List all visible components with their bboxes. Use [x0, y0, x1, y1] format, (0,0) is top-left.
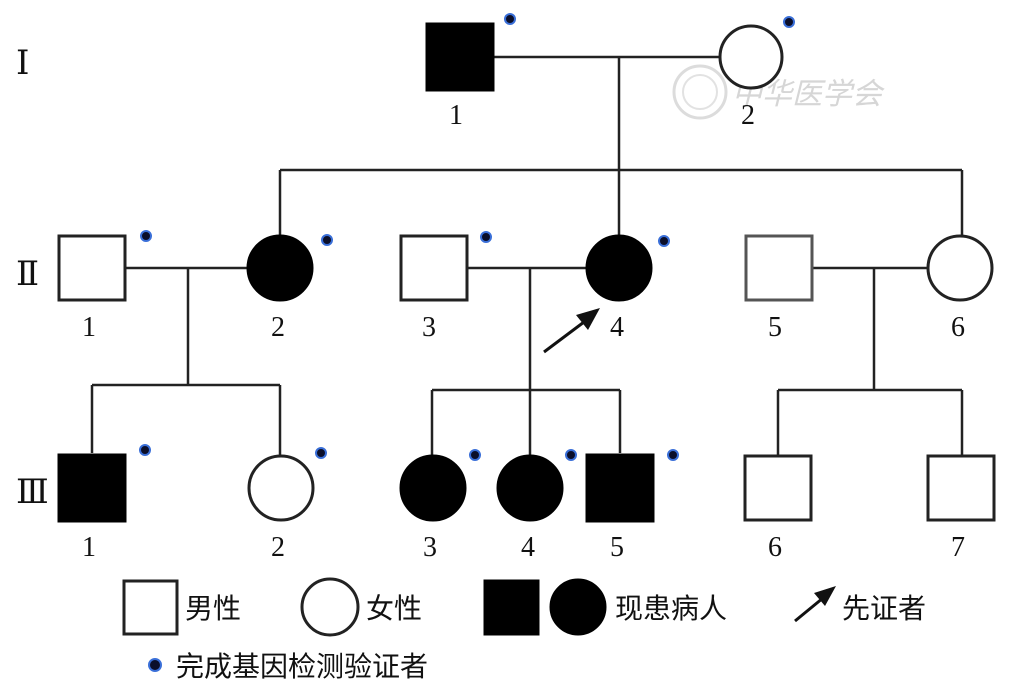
tested-dot-icon [139, 444, 151, 456]
label-III6: 6 [768, 532, 782, 563]
tested-dot-icon [321, 234, 333, 246]
individual-II1-male [57, 234, 127, 302]
legend-female-label: 女性 [366, 592, 422, 625]
label-III1: 1 [82, 532, 96, 563]
label-II3: 3 [422, 312, 436, 343]
individual-II5-male [744, 234, 814, 302]
label-III5: 5 [610, 532, 624, 563]
tested-dot-icon [480, 231, 492, 243]
individual-II2-affected-female [246, 234, 314, 302]
proband-arrow-icon [543, 308, 600, 354]
individual-I1-affected-male [425, 22, 495, 92]
legend-tested-dot-icon [148, 658, 162, 672]
legend-affected-male-icon [483, 579, 540, 636]
pedigree-lines [90, 55, 964, 455]
individual-I2-female [718, 24, 784, 90]
individual-III6-male [743, 454, 813, 522]
tested-dot-icon [140, 230, 152, 242]
tested-dot-icon [469, 449, 481, 461]
tested-dot-icon [667, 449, 679, 461]
label-II5: 5 [768, 312, 782, 343]
label-III3: 3 [423, 532, 437, 563]
tested-dot-icon [783, 16, 795, 28]
tested-dot-icon [315, 447, 327, 459]
tested-dot-icon [658, 235, 670, 247]
legend-affected-label: 现患病人 [615, 592, 727, 625]
label-II4: 4 [610, 312, 624, 343]
label-II2: 2 [271, 312, 285, 343]
legend: 男性 女性 现患病人 先证者 完成基因检测验证者 [122, 577, 926, 683]
generation-label-3: Ⅲ [16, 474, 49, 511]
legend-tested-label: 完成基因检测验证者 [176, 650, 428, 683]
legend-female-icon [300, 577, 360, 637]
label-I2: 2 [741, 100, 755, 131]
individual-II3-male [399, 234, 469, 302]
individual-II6-female [926, 234, 994, 302]
individual-III4-affected-female [496, 454, 564, 522]
label-II6: 6 [951, 312, 965, 343]
individual-III2-female [247, 454, 315, 522]
label-III2: 2 [271, 532, 285, 563]
individual-II4-affected-female [585, 234, 653, 302]
tested-dot-icon [504, 13, 516, 25]
tested-dot-icon [565, 449, 577, 461]
individual-III1-affected-male [57, 453, 127, 523]
legend-proband-arrow-icon [794, 586, 836, 623]
legend-male-icon [122, 579, 179, 636]
label-III7: 7 [951, 532, 965, 563]
legend-male-label: 男性 [185, 592, 241, 625]
watermark: 中华医学会 [672, 64, 885, 120]
individual-III5-affected-male [585, 453, 655, 523]
label-I1: 1 [449, 100, 463, 131]
generation-label-2: Ⅱ [16, 256, 39, 293]
individual-III3-affected-female [399, 454, 467, 522]
label-III4: 4 [521, 532, 535, 563]
generation-label-1: Ⅰ [16, 45, 29, 82]
legend-proband-label: 先证者 [842, 592, 926, 625]
legend-affected-female-icon [549, 578, 607, 636]
individual-III7-male [926, 454, 996, 522]
label-II1: 1 [82, 312, 96, 343]
